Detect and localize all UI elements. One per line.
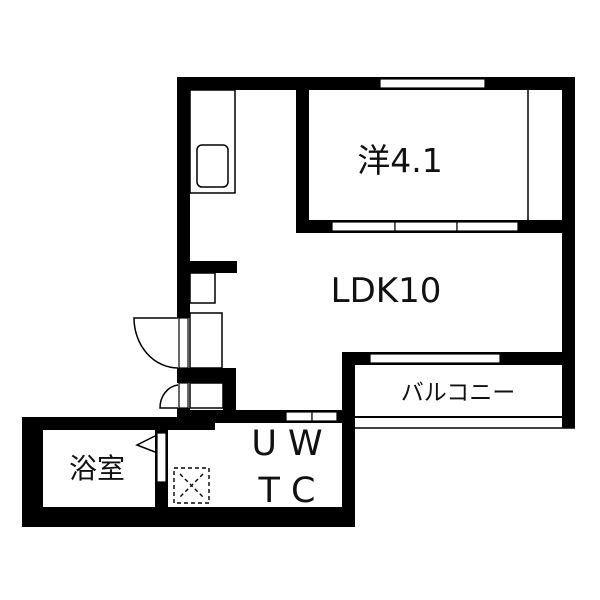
hall-stub-wall: [223, 368, 236, 423]
right-wall: [562, 77, 575, 428]
window-western-1: [331, 221, 396, 232]
bath-left-wall: [22, 417, 43, 527]
hall-door-frame: [178, 382, 189, 409]
left-wall-mid: [177, 368, 236, 383]
window-utility-1: [285, 411, 313, 422]
kitchen-counter: [189, 89, 236, 194]
entrance-door-swing-icon: [133, 317, 179, 369]
bath-door-arrow-icon: [135, 435, 156, 453]
bottom-wall: [22, 507, 355, 527]
entrance-door-frame: [178, 317, 189, 369]
top-wall: [177, 77, 575, 90]
western-left-wall: [296, 77, 309, 233]
kitchen-stub-wall: [190, 261, 237, 273]
window-utility-2: [311, 411, 338, 422]
window-top: [379, 78, 486, 89]
room-label-utility-bottom: T C: [258, 471, 316, 511]
hall-box: [189, 382, 224, 409]
ventilation-icon: [173, 467, 210, 504]
storage-box: [189, 272, 216, 304]
room-label-bath: 浴室: [69, 452, 125, 485]
shoe-box: [189, 312, 223, 369]
room-label-western: 洋4.1: [357, 141, 442, 180]
room-label-ldk: LDK10: [331, 271, 442, 311]
windows: [156, 78, 519, 483]
left-wall-upper: [177, 77, 190, 318]
window-western-3: [456, 221, 519, 232]
fixtures: [133, 89, 575, 504]
room-label-utility-top: U W: [251, 424, 322, 464]
window-western-2: [394, 221, 458, 232]
sink-icon: [196, 144, 229, 188]
window-balcony: [369, 353, 501, 364]
bath-door: [156, 432, 167, 483]
hall-door-swing-icon: [159, 384, 179, 409]
room-label-balcony: バルコニー: [401, 380, 516, 406]
utility-right-wall: [342, 352, 355, 527]
